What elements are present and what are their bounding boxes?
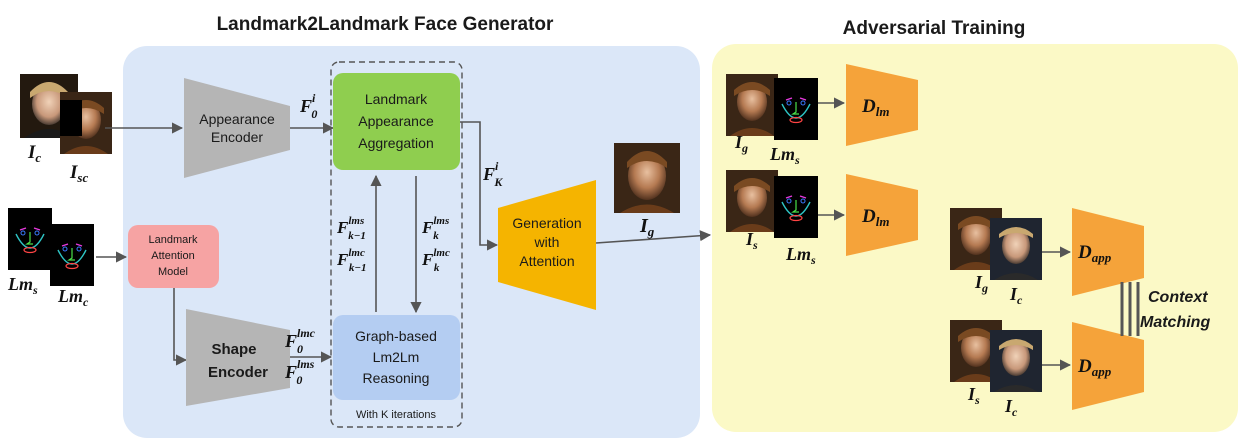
appearance-encoder-label: Appearance: [199, 111, 275, 127]
arrows-generator: [96, 121, 712, 366]
label-lms-adv-2: Lms: [785, 244, 816, 267]
adv-landmark-lms-1: [773, 77, 819, 141]
discriminator-lm-1: [846, 64, 918, 146]
generated-face-ig: [614, 143, 680, 213]
landmark-attention-label-3: Model: [158, 266, 188, 278]
label-lms: Lms: [7, 274, 38, 297]
input-face-isc: [60, 92, 112, 154]
label-lmc: Lmc: [57, 286, 89, 309]
landmark-attention-label-1: Landmark: [149, 234, 198, 246]
shape-encoder-label-2: Encoder: [208, 364, 268, 381]
appearance-encoder-block: [184, 78, 290, 178]
label-ic-app-1: Ic: [1009, 284, 1023, 307]
app-face-ic-1: [990, 218, 1042, 280]
reasoning-label-1: Graph-based: [355, 328, 437, 344]
discriminator-app-1: [1072, 208, 1144, 296]
label-ig-app: Ig: [974, 272, 988, 295]
shape-encoder-block: [186, 309, 290, 406]
reasoning-label-2: Lm2Lm: [373, 349, 420, 365]
iterations-label: With K iterations: [356, 409, 437, 421]
generation-block: [498, 180, 596, 310]
label-dapp-1: Dapp: [1077, 242, 1112, 265]
reasoning-label-3: Reasoning: [363, 370, 430, 386]
label-lms-adv-1: Lms: [769, 144, 800, 167]
label-ic-app-2: Ic: [1004, 396, 1018, 419]
context-label-1: Context: [1148, 289, 1208, 306]
app-face-ic-2: [990, 330, 1042, 392]
reasoning-block: [333, 315, 460, 400]
label-ic: Ic: [27, 142, 41, 165]
label-is-app: Is: [967, 384, 980, 407]
landmark-attention-label-2: Attention: [151, 250, 194, 262]
generation-label-3: Attention: [519, 253, 574, 269]
label-dlm-2: Dlm: [861, 206, 889, 229]
context-matching-connector: [1120, 282, 1140, 336]
adversarial-title: Adversarial Training: [843, 18, 1026, 39]
aggregation-label-3: Aggregation: [358, 135, 434, 151]
label-dlm-1: Dlm: [861, 96, 889, 119]
shape-encoder-label-1: Shape: [211, 341, 256, 358]
adv-landmark-lms-2: [773, 175, 819, 239]
iteration-box: [330, 61, 463, 428]
aggregation-label-2: Appearance: [358, 113, 434, 129]
discriminator-app-2: [1072, 322, 1144, 410]
context-label-2: Matching: [1140, 314, 1210, 331]
discriminator-lm-2: [846, 174, 918, 256]
aggregation-block: [333, 73, 460, 170]
input-landmark-lmc: [49, 223, 95, 287]
adv-face-is: [726, 170, 778, 232]
label-is-adv: Is: [745, 229, 758, 252]
arrows-adversarial: [818, 97, 1072, 371]
generation-label-1: Generation: [512, 215, 581, 231]
landmark-attention-block: [128, 225, 219, 288]
label-ig-adv: Ig: [734, 132, 748, 155]
generator-title: Landmark2Landmark Face Generator: [217, 14, 554, 35]
label-ig: Ig: [639, 215, 655, 239]
adv-face-ig: [726, 74, 778, 136]
generation-label-2: with: [534, 234, 560, 250]
input-landmark-lms: [7, 207, 53, 271]
label-dapp-2: Dapp: [1077, 356, 1112, 379]
appearance-encoder-label-2: Encoder: [211, 129, 263, 145]
aggregation-label-1: Landmark: [365, 91, 428, 107]
label-isc: Isc: [69, 162, 88, 185]
